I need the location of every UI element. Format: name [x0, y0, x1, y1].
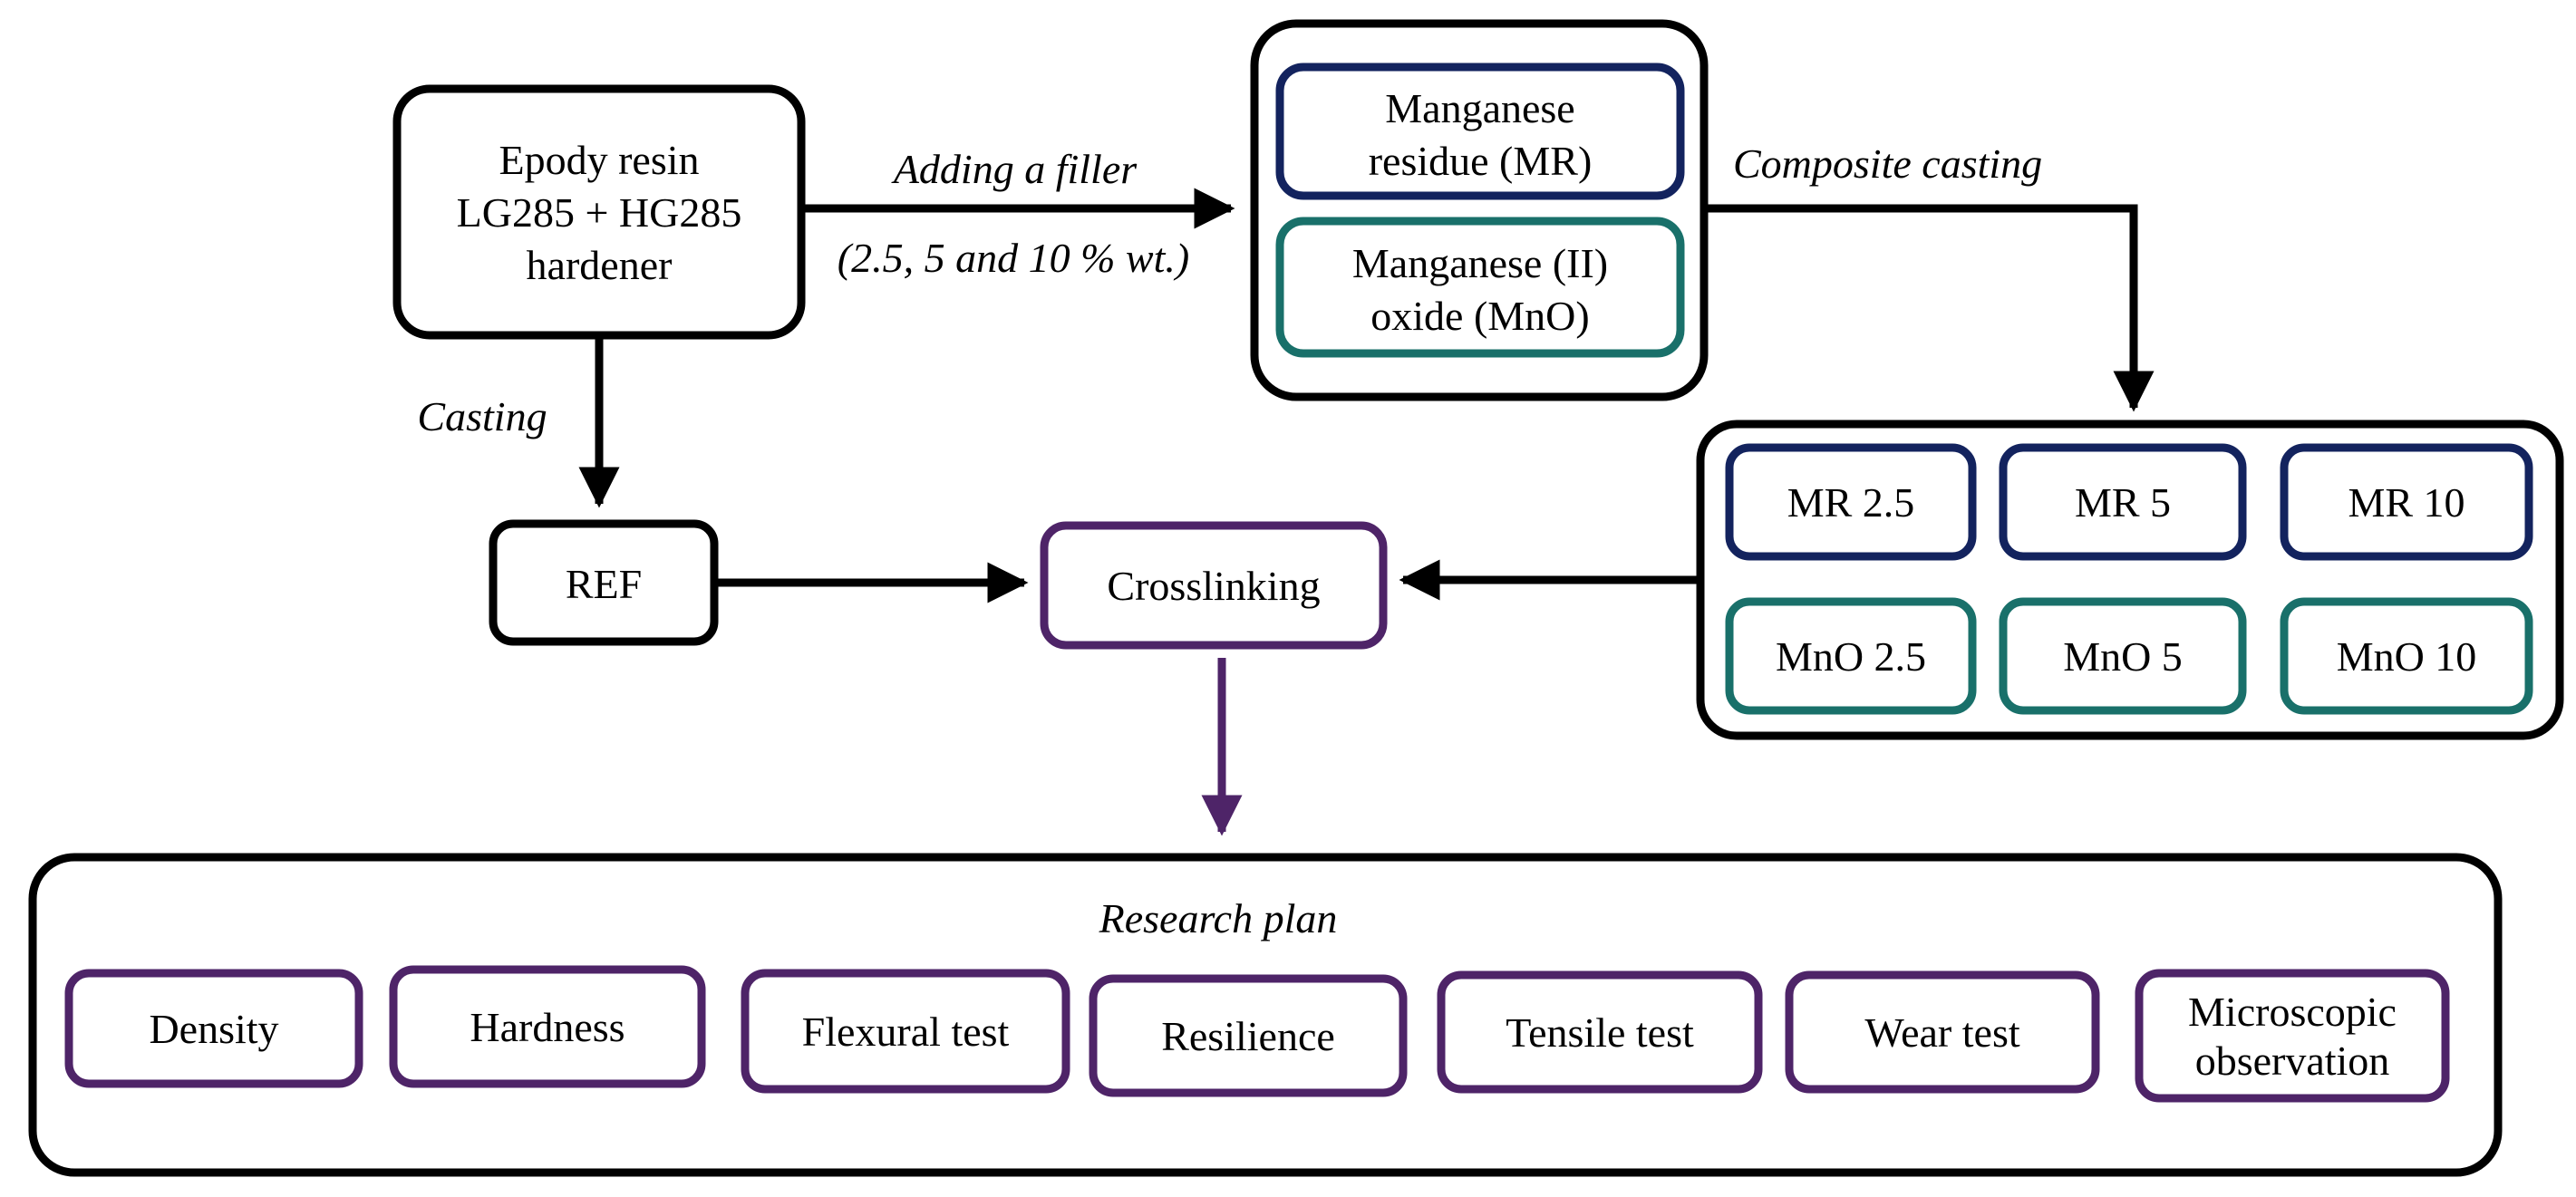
test-label: Resilience: [1161, 1013, 1335, 1059]
sample-box: [2280, 597, 2533, 715]
sample-label: MnO 10: [2337, 633, 2477, 680]
test-box: [741, 969, 1070, 1094]
test-label: observation: [2195, 1038, 2390, 1084]
manganese-oxide-line-1: Manganese (II): [1352, 240, 1608, 286]
research-tests: Density Hardness Flexural test Resilience Te…: [64, 965, 2450, 1103]
casting-label: Casting: [417, 393, 547, 439]
sample-node-mno-10: MnO 10: [2280, 597, 2533, 715]
adding-filler-label: Adding a filler: [891, 146, 1138, 192]
ref-label: REF: [566, 561, 642, 607]
sample-label: MR 5: [2075, 479, 2171, 526]
sample-node-mr-2-5: MR 2.5: [1725, 443, 1977, 561]
arrow-filler-to-samples: [1704, 204, 2155, 412]
test-box: [64, 969, 363, 1088]
crosslinking-label: Crosslinking: [1107, 563, 1320, 609]
sample-label: MnO 5: [2063, 633, 2183, 680]
test-box: [1437, 970, 1763, 1094]
resin-label-line-1: Epody resin: [499, 137, 699, 183]
test-box: [1785, 970, 2100, 1094]
mno-samples-row: MnO 2.5 MnO 5 MnO 10: [1725, 597, 2533, 715]
resin-label-line-3: hardener: [527, 242, 673, 288]
mr-samples-row: MR 2.5 MR 5 MR 10: [1725, 443, 2533, 561]
test-node-flexural-test: Flexural test: [741, 969, 1070, 1094]
test-node-hardness: Hardness: [389, 965, 706, 1088]
sample-label: MnO 2.5: [1776, 633, 1926, 680]
manganese-oxide-node: Manganese (II) oxide (MnO): [1275, 217, 1685, 358]
sample-node-mno-5: MnO 5: [1999, 597, 2247, 715]
sample-node-mno-2-5: MnO 2.5: [1725, 597, 1977, 715]
test-box: [2135, 969, 2450, 1103]
sample-node-mr-10: MR 10: [2280, 443, 2533, 561]
composite-casting-label: Composite casting: [1733, 140, 2042, 187]
sample-node-mr-5: MR 5: [1999, 443, 2247, 561]
test-label: Wear test: [1864, 1009, 2019, 1056]
sample-box: [1999, 443, 2247, 561]
manganese-residue-node: Manganese residue (MR): [1275, 63, 1685, 200]
ref-node: REF: [489, 519, 719, 646]
test-node-density: Density: [64, 969, 363, 1088]
filler-group: Manganese residue (MR) Manganese (II) ox…: [1250, 19, 1709, 401]
sample-box: [1725, 597, 1977, 715]
test-label: Tensile test: [1506, 1009, 1694, 1056]
sample-box: [1725, 443, 1977, 561]
resin-node: Epody resin LG285 + HG285 hardener: [392, 84, 806, 340]
manganese-residue-line-2: residue (MR): [1369, 138, 1593, 184]
research-plan-title: Research plan: [1099, 895, 1338, 941]
test-node-resilience: Resilience: [1089, 974, 1408, 1097]
test-label: Hardness: [470, 1004, 625, 1050]
test-label: Flexural test: [802, 1009, 1010, 1055]
test-label: Density: [149, 1006, 278, 1052]
test-node-tensile-test: Tensile test: [1437, 970, 1763, 1094]
manganese-oxide-line-2: oxide (MnO): [1370, 293, 1589, 339]
filler-amounts-label: (2.5, 5 and 10 % wt.): [838, 235, 1189, 281]
test-label: Microscopic: [2188, 989, 2397, 1035]
sample-label: MR 10: [2348, 479, 2465, 526]
research-plan-group: Research plan Density Hardness Flexural te…: [28, 853, 2503, 1177]
test-node-wear-test: Wear test: [1785, 970, 2100, 1094]
sample-box: [1999, 597, 2247, 715]
sample-label: MR 2.5: [1787, 479, 1915, 526]
resin-label-line-2: LG285 + HG285: [457, 189, 742, 236]
crosslinking-node: Crosslinking: [1040, 521, 1388, 650]
samples-group: MR 2.5 MR 5 MR 10 MnO 2.5 MnO 5 MnO 10: [1696, 420, 2564, 740]
test-box: [389, 965, 706, 1088]
test-box: [1089, 974, 1408, 1097]
manganese-residue-line-1: Manganese: [1385, 85, 1574, 131]
sample-box: [2280, 443, 2533, 561]
